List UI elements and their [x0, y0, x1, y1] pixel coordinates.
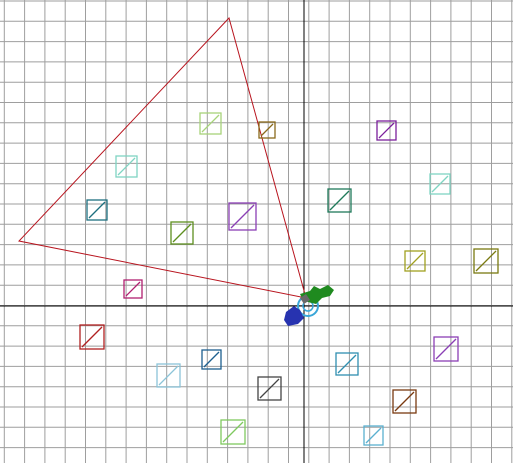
marker-diagonal	[435, 338, 457, 360]
marker-diagonal	[222, 421, 244, 443]
marker-box	[199, 112, 222, 135]
marker-box	[433, 336, 459, 362]
marker-box	[220, 419, 246, 445]
marker-box	[115, 155, 138, 178]
marker-square[interactable]	[156, 363, 181, 388]
marker-square[interactable]	[201, 349, 222, 370]
marker-square[interactable]	[86, 199, 108, 221]
marker-square[interactable]	[220, 419, 246, 445]
marker-diagonal	[203, 351, 220, 368]
marker-diagonal	[117, 157, 136, 176]
player-cluster[interactable]	[284, 285, 334, 326]
red-triangle-path	[18, 17, 307, 299]
gray-player-icon[interactable]	[300, 294, 310, 304]
marker-square[interactable]	[429, 173, 451, 195]
marker-diagonal	[172, 223, 192, 243]
marker-square[interactable]	[199, 112, 222, 135]
marker-diagonal	[81, 326, 103, 348]
marker-square[interactable]	[473, 248, 499, 274]
marker-square[interactable]	[433, 336, 459, 362]
marker-diagonal	[378, 122, 395, 139]
marker-diagonal	[394, 391, 415, 412]
marker-square[interactable]	[363, 425, 384, 446]
marker-box	[327, 188, 352, 213]
marker-box	[228, 202, 257, 231]
marker-square[interactable]	[392, 389, 417, 414]
marker-box	[404, 250, 426, 272]
marker-square[interactable]	[228, 202, 257, 231]
marker-square[interactable]	[79, 324, 105, 350]
marker-diagonal	[365, 427, 382, 444]
marker-diagonal	[260, 123, 274, 137]
marker-square[interactable]	[404, 250, 426, 272]
marker-diagonal	[88, 201, 106, 219]
marker-box	[473, 248, 499, 274]
marker-box	[363, 425, 384, 446]
marker-box	[257, 376, 282, 401]
marker-square[interactable]	[257, 376, 282, 401]
marker-diagonal	[230, 204, 255, 229]
marker-diagonal	[475, 250, 497, 272]
marker-square[interactable]	[115, 155, 138, 178]
marker-layer	[79, 112, 499, 446]
marker-diagonal	[431, 175, 449, 193]
marker-square[interactable]	[123, 279, 143, 299]
marker-box	[258, 121, 276, 139]
marker-square[interactable]	[170, 221, 194, 245]
blue-player-icon[interactable]	[284, 306, 304, 326]
marker-diagonal	[337, 354, 357, 374]
marker-box	[123, 279, 143, 299]
marker-diagonal	[329, 190, 350, 211]
marker-box	[170, 221, 194, 245]
marker-box	[335, 352, 359, 376]
marker-box	[392, 389, 417, 414]
marker-diagonal	[406, 252, 424, 270]
marker-diagonal	[125, 281, 141, 297]
marker-box	[156, 363, 181, 388]
marker-diagonal	[201, 114, 220, 133]
marker-box	[376, 120, 397, 141]
marker-square[interactable]	[327, 188, 352, 213]
marker-square[interactable]	[258, 121, 276, 139]
marker-diagonal	[158, 365, 179, 386]
marker-box	[429, 173, 451, 195]
marker-box	[79, 324, 105, 350]
marker-box	[86, 199, 108, 221]
marker-square[interactable]	[335, 352, 359, 376]
marker-square[interactable]	[376, 120, 397, 141]
marker-diagonal	[259, 378, 280, 399]
marker-box	[201, 349, 222, 370]
